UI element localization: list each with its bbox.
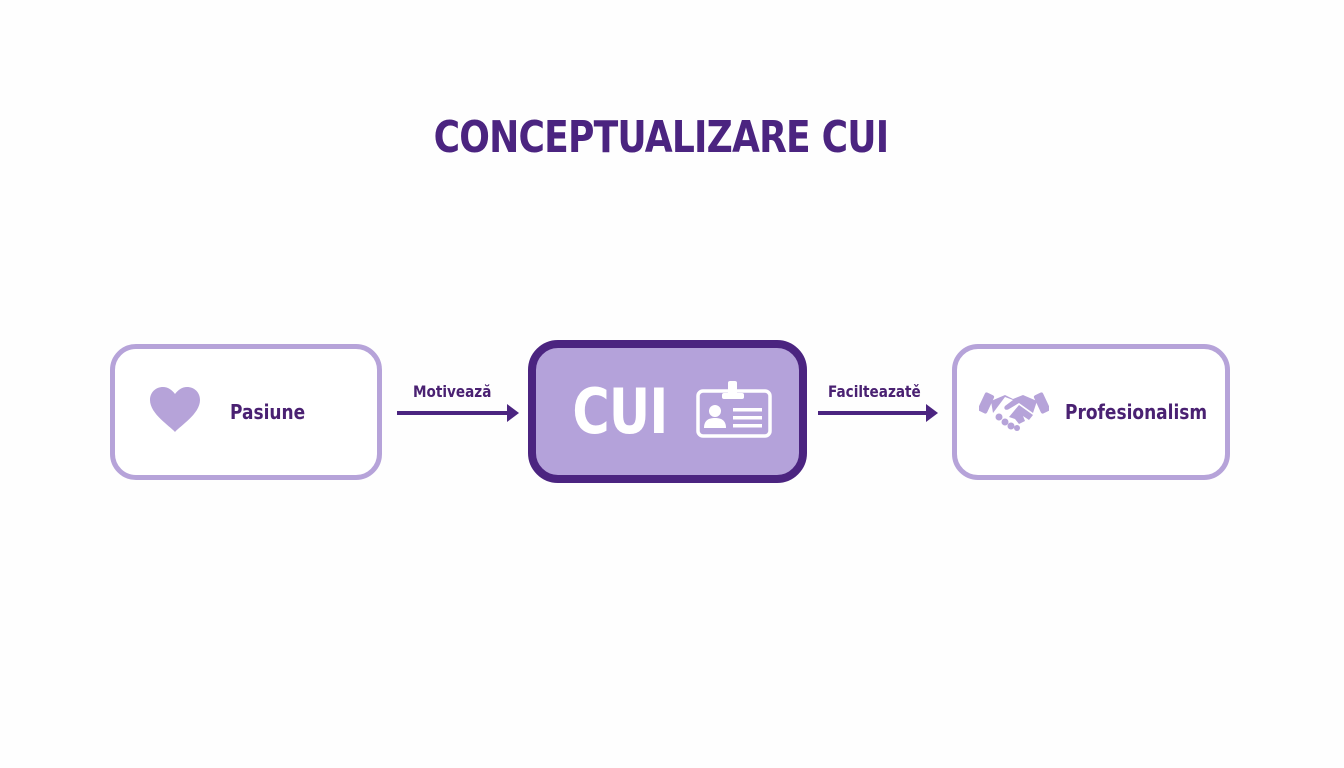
node-label: Profesionalism — [1065, 400, 1208, 424]
arrow-right-icon — [818, 404, 938, 422]
diagram-title: CONCEPTUALIZARE CUI — [433, 112, 890, 163]
id-badge-icon — [695, 379, 773, 444]
node-cui: CUI — [528, 340, 807, 483]
edge-label: Facilteazatě — [828, 382, 921, 401]
node-label: CUI — [571, 374, 668, 448]
edge-label: Motivează — [413, 382, 492, 401]
heart-icon — [148, 386, 202, 439]
handshake-icon — [977, 387, 1051, 438]
node-label: Pasiune — [230, 400, 306, 424]
edge-motiveaza: Motivează — [397, 380, 522, 422]
edge-faciliteaza: Facilteazatě — [818, 380, 943, 422]
arrow-right-icon — [397, 404, 519, 422]
node-pasiune: Pasiune — [110, 344, 382, 480]
node-profesionalism: Profesionalism — [952, 344, 1230, 480]
